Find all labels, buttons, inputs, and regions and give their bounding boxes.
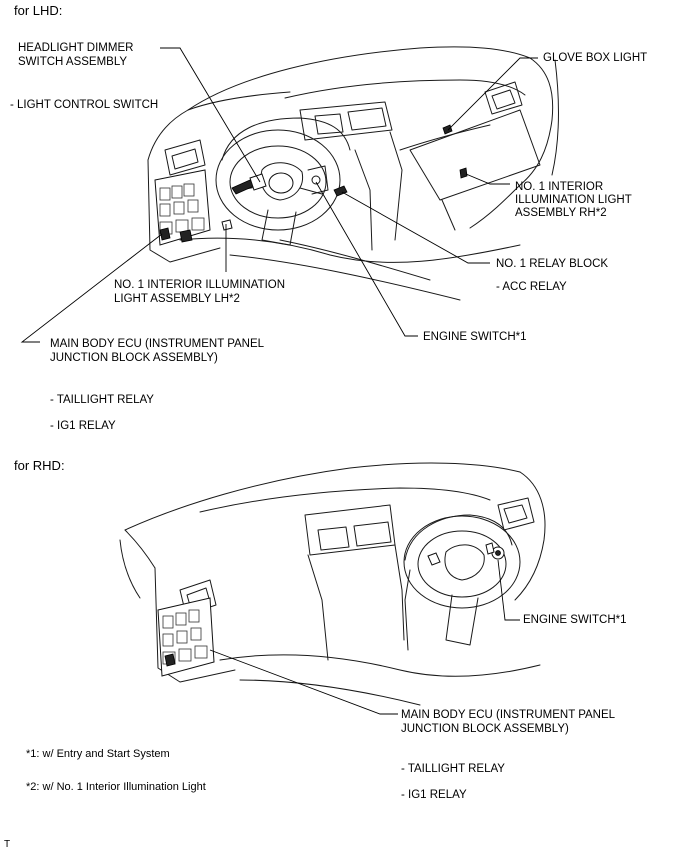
interior-light-lh-label-line1: NO. 1 INTERIOR ILLUMINATION (114, 279, 286, 291)
lhd-main-body-ecu-label-line1: MAIN BODY ECU (INSTRUMENT PANEL (50, 338, 265, 350)
rhd-taillight-relay-label: - TAILLIGHT RELAY (401, 763, 505, 775)
footnote-1: *1: w/ Entry and Start System (26, 748, 170, 760)
rhd-leader-lines (209, 559, 520, 715)
lhd-leader-lines (20, 47, 538, 343)
rhd-ig1-relay-label: - IG1 RELAY (401, 789, 467, 801)
glove-box-light-label: GLOVE BOX LIGHT (543, 52, 648, 64)
footnote-2: *2: w/ No. 1 Interior Illumination Light (26, 781, 206, 793)
interior-light-rh-label-line1: NO. 1 INTERIOR (515, 181, 604, 193)
interior-light-rh-label-line3: ASSEMBLY RH*2 (515, 207, 607, 219)
lhd-dashboard-illustration (147, 46, 559, 301)
lhd-main-body-ecu-label-line2: JUNCTION BLOCK ASSEMBLY) (50, 352, 218, 364)
lhd-taillight-relay-label: - TAILLIGHT RELAY (50, 394, 154, 406)
light-control-switch-label: - LIGHT CONTROL SWITCH (10, 99, 159, 111)
lhd-engine-switch-label: ENGINE SWITCH*1 (423, 331, 527, 343)
rhd-main-body-ecu-label-line1: MAIN BODY ECU (INSTRUMENT PANEL (401, 709, 616, 721)
rhd-main-body-ecu-label-line2: JUNCTION BLOCK ASSEMBLY) (401, 723, 569, 735)
acc-relay-label: - ACC RELAY (496, 281, 567, 293)
rhd-engine-switch-label: ENGINE SWITCH*1 (523, 614, 627, 626)
headlight-dimmer-switch-label-line2: SWITCH ASSEMBLY (18, 56, 128, 68)
rhd-dashboard-illustration (119, 462, 546, 706)
interior-light-lh-label-line2: LIGHT ASSEMBLY LH*2 (114, 293, 240, 305)
interior-light-rh-label-line2: ILLUMINATION LIGHT (515, 194, 632, 206)
headlight-dimmer-switch-label-line1: HEADLIGHT DIMMER (18, 42, 134, 54)
corner-mark: T (4, 839, 11, 850)
lhd-ig1-relay-label: - IG1 RELAY (50, 420, 116, 432)
rhd-section-heading: for RHD: (14, 458, 65, 473)
relay-block-label: NO. 1 RELAY BLOCK (496, 258, 609, 270)
lhd-section-heading: for LHD: (14, 3, 63, 18)
